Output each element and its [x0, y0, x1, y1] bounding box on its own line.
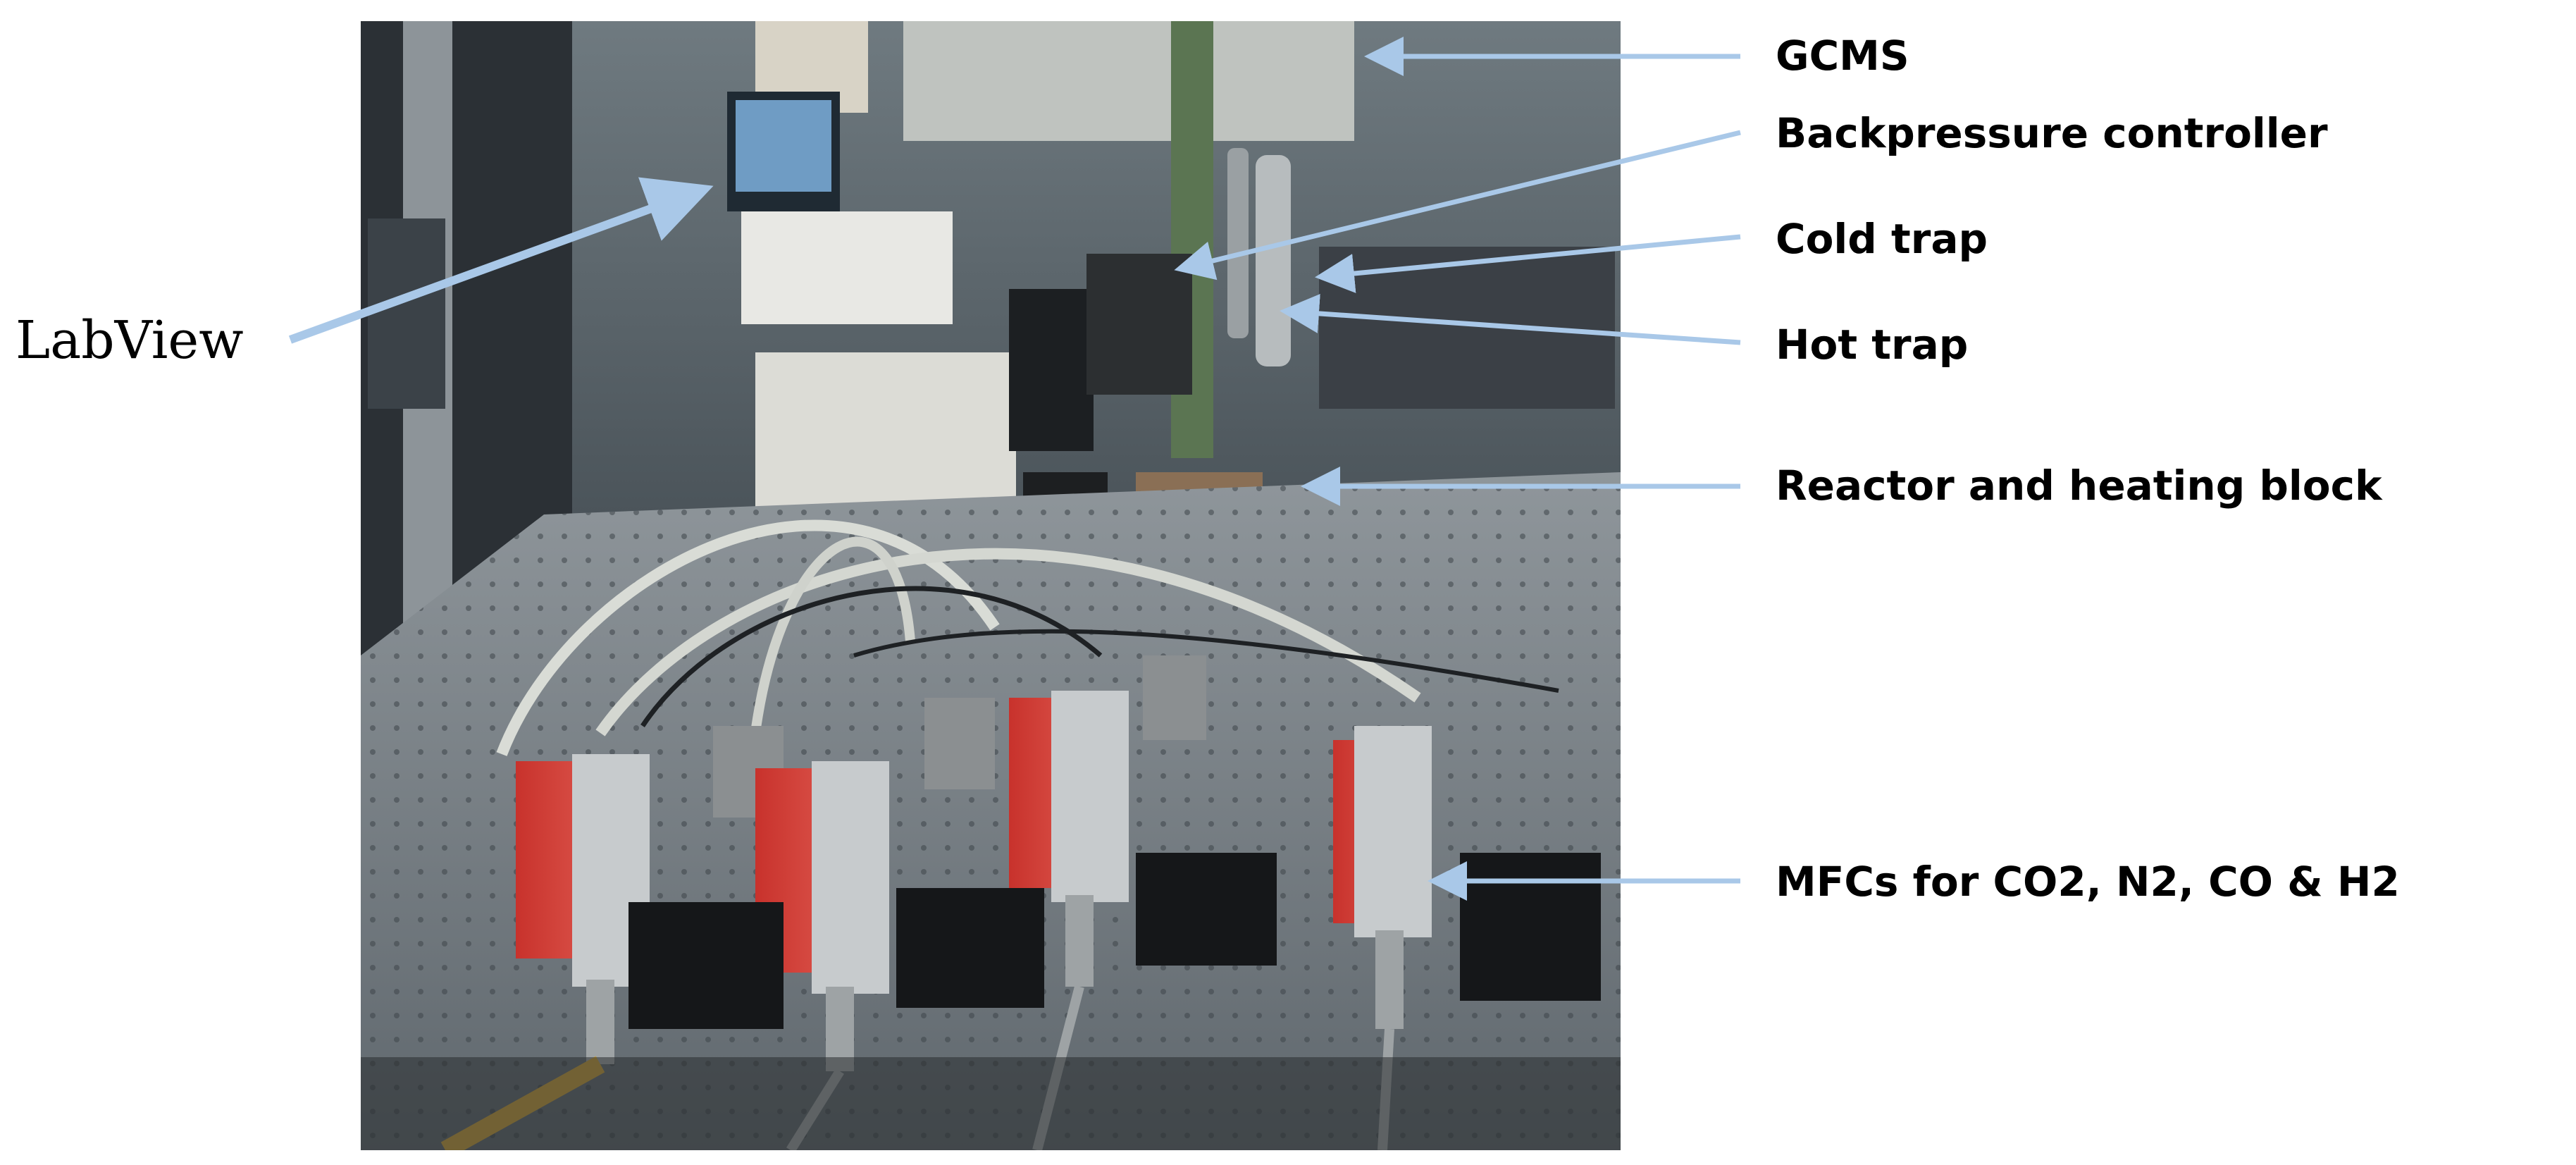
label-labview: LabView	[16, 310, 244, 371]
label-cold-trap: Cold trap	[1776, 215, 1988, 263]
label-hot-trap: Hot trap	[1776, 321, 1969, 369]
label-backpressure-controller: Backpressure controller	[1776, 109, 2328, 157]
lab-setup-photo-graphic	[361, 21, 1621, 1150]
lab-setup-photo	[361, 21, 1621, 1150]
label-gcms: GCMS	[1776, 32, 1909, 80]
label-mfcs: MFCs for CO2, N2, CO & H2	[1776, 858, 2400, 906]
label-reactor-heating-block: Reactor and heating block	[1776, 462, 2382, 510]
